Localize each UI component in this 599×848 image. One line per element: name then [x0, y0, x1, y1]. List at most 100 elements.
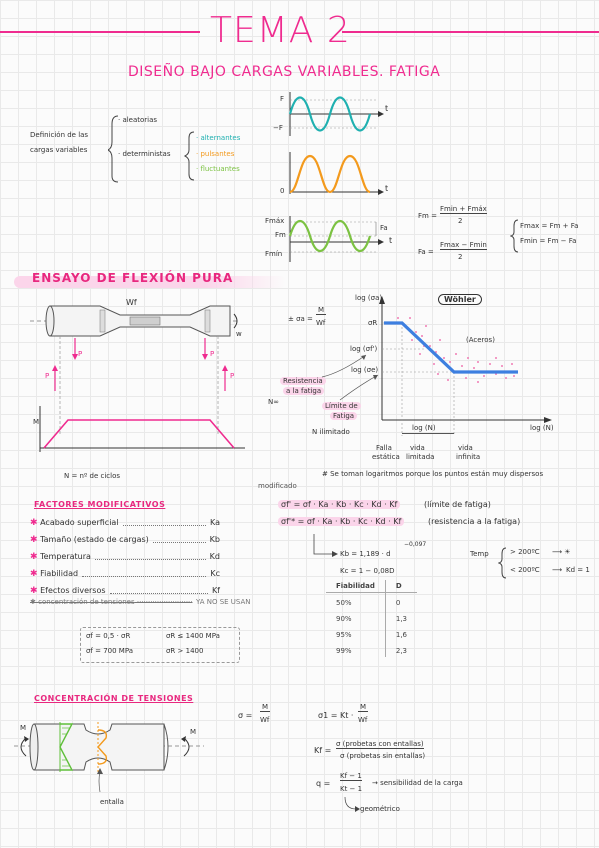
- factor-label: Fiabilidad: [40, 569, 79, 578]
- table-cell: 2,3: [395, 647, 407, 655]
- sigma-a-num: M: [316, 306, 327, 316]
- factor-k: Ka: [209, 518, 220, 527]
- falla-1: Falla: [376, 444, 392, 452]
- conc-sigma-num: M: [260, 703, 271, 713]
- specimen-wf: Wf: [126, 298, 137, 307]
- wohler-log-sf: log (σf'): [350, 345, 378, 353]
- box-sigma-f: σf = 0,5 · σR: [86, 632, 131, 640]
- fa-num: Fmax − Fmin: [440, 241, 487, 251]
- wohler-region-arrow: [402, 433, 454, 434]
- factor-row: ✱ Tamaño (estado de cargas) Kb: [30, 531, 220, 548]
- notch-m-right: M: [190, 728, 197, 736]
- graph-fa-label: Fa: [380, 224, 388, 232]
- ciclos-label: N = nº de ciclos: [64, 472, 121, 480]
- conc-sigma-lhs: σ =: [238, 711, 253, 720]
- notch-m-left: M: [20, 724, 27, 732]
- specimen-w: w: [236, 330, 242, 338]
- bullet-icon: ✱: [30, 551, 38, 562]
- table-cell: 50%: [326, 592, 386, 609]
- def-pulsantes: · pulsantes: [196, 150, 235, 158]
- factor-struck-label: concentración de tensiones: [38, 598, 135, 606]
- conc-q-den: Kt − 1: [340, 785, 363, 793]
- def-deterministas: · deterministas: [118, 150, 171, 158]
- box-sigma-r-gt: σR > 1400: [166, 647, 204, 655]
- wohler-log-n: log (N): [412, 424, 436, 432]
- notch-drawing: [14, 722, 204, 793]
- factores-title: FACTORES MODIFICATIVOS: [34, 500, 166, 509]
- factor-row: ✱ Temperatura Kd: [30, 548, 220, 565]
- table-row: 95% 1,6: [326, 625, 417, 641]
- table-header: Fiabilidad D: [326, 580, 417, 593]
- sigma-a-den: Wf: [316, 319, 326, 327]
- def-braces: [108, 115, 195, 183]
- box-sigma-r-le: σR ≤ 1400 MPa: [166, 632, 220, 640]
- graph-fm-label: Fm: [275, 231, 286, 239]
- fm-den: 2: [458, 217, 463, 225]
- table-row: 50% 0: [326, 592, 417, 609]
- factor-k: Kb: [209, 535, 220, 544]
- specimen-p1: P: [78, 350, 83, 358]
- def-fluctuantes: · fluctuantes: [196, 165, 240, 173]
- vida-2: limitada: [406, 453, 435, 461]
- wohler-aceros: (Aceros): [466, 336, 495, 344]
- bullet-icon: ✱: [30, 585, 38, 596]
- moment-m: M: [33, 418, 40, 426]
- table-cell: 90%: [326, 609, 386, 625]
- factor-struck: ✱ concentración de tensiones ···········…: [30, 598, 193, 606]
- conc-q-lhs: q =: [316, 779, 331, 788]
- temp-lt-result: Kd = 1: [566, 566, 590, 574]
- sigma-box: [80, 627, 240, 663]
- conc-kt-den: σ (probetas sin entallas): [340, 752, 426, 760]
- eq-limite-note: (límite de fatiga): [424, 500, 491, 509]
- temp-label: Temp: [470, 550, 489, 558]
- factor-k: Kc: [210, 569, 220, 578]
- fiabilidad-table: Fiabilidad D 50% 0 90% 1,3 95% 1,6 99% 2…: [326, 580, 417, 657]
- wohler-log-se: log (σe): [351, 366, 379, 374]
- factor-label: Temperatura: [40, 552, 91, 561]
- graph-minusf-label: −F: [273, 124, 283, 132]
- factor-row: ✱ Acabado superficial Ka: [30, 514, 220, 531]
- temp-lt-arrow: ⟶: [552, 566, 563, 574]
- box-sigma-f-700: σf = 700 MPa: [86, 647, 134, 655]
- wohler-title: Wöhler: [438, 294, 482, 306]
- eq-resistencia: σf'* = σf · Ka · Kb · Kc · Kd · Kf: [278, 517, 405, 527]
- bullet-icon: ✱: [30, 517, 38, 528]
- wohler-log-n-axis: log (N): [530, 424, 554, 432]
- table-cell: 95%: [326, 625, 386, 641]
- factor-dots: [109, 587, 208, 594]
- notch-entalla: entalla: [100, 798, 124, 806]
- resistencia-label-1: Resistencia: [280, 377, 326, 386]
- graph-zero-label: 0: [280, 187, 285, 195]
- fm-num: Fmin + Fmáx: [440, 205, 487, 215]
- conc-q-num: Kf − 1: [340, 772, 362, 782]
- conc-q-note: → sensibilidad de la carga: [372, 779, 463, 787]
- kc-eq: Kc = 1 − 0,08D: [340, 567, 395, 575]
- factor-label: Tamaño (estado de cargas): [40, 535, 149, 544]
- eq-limite: σf' = σf · Ka · Kb · Kc · Kd · Kf: [278, 500, 401, 510]
- factores-list: ✱ Acabado superficial Ka ✱ Tamaño (estad…: [30, 514, 220, 599]
- table-header-fiabilidad: Fiabilidad: [326, 580, 386, 593]
- vida-3: vida: [458, 444, 473, 452]
- table-cell: 1,6: [395, 631, 407, 639]
- page-title: TEMA 2: [210, 10, 351, 51]
- wohler-sigma-r: σR: [368, 319, 378, 327]
- factor-row: ✱ Fiabilidad Kc: [30, 565, 220, 582]
- table-cell: 0: [395, 599, 401, 607]
- resistencia-label-2: a la fatiga: [283, 387, 325, 396]
- table-row: 99% 2,3: [326, 641, 417, 657]
- def-label-2: cargas variables: [30, 146, 88, 154]
- specimen-p4: P: [230, 372, 235, 380]
- label-arrows: [321, 354, 379, 401]
- conc-title: CONCENTRACIÓN DE TENSIONES: [34, 694, 194, 703]
- def-aleatorias: · aleatorias: [118, 116, 158, 124]
- temp-lt: < 200ºC: [510, 566, 540, 574]
- graph-fmin-label: Fmín: [265, 250, 283, 258]
- fa-lhs: Fa =: [418, 248, 434, 256]
- formula-brace: [510, 219, 519, 253]
- sigma-a-lhs: ± σa =: [288, 315, 313, 323]
- temp-brace: [498, 547, 507, 579]
- def-alternantes: · alternantes: [196, 134, 241, 142]
- graph-t-label-3: t: [389, 236, 393, 245]
- bullet-icon: ✱: [30, 534, 38, 545]
- conc-s1-den: Wf: [358, 716, 368, 724]
